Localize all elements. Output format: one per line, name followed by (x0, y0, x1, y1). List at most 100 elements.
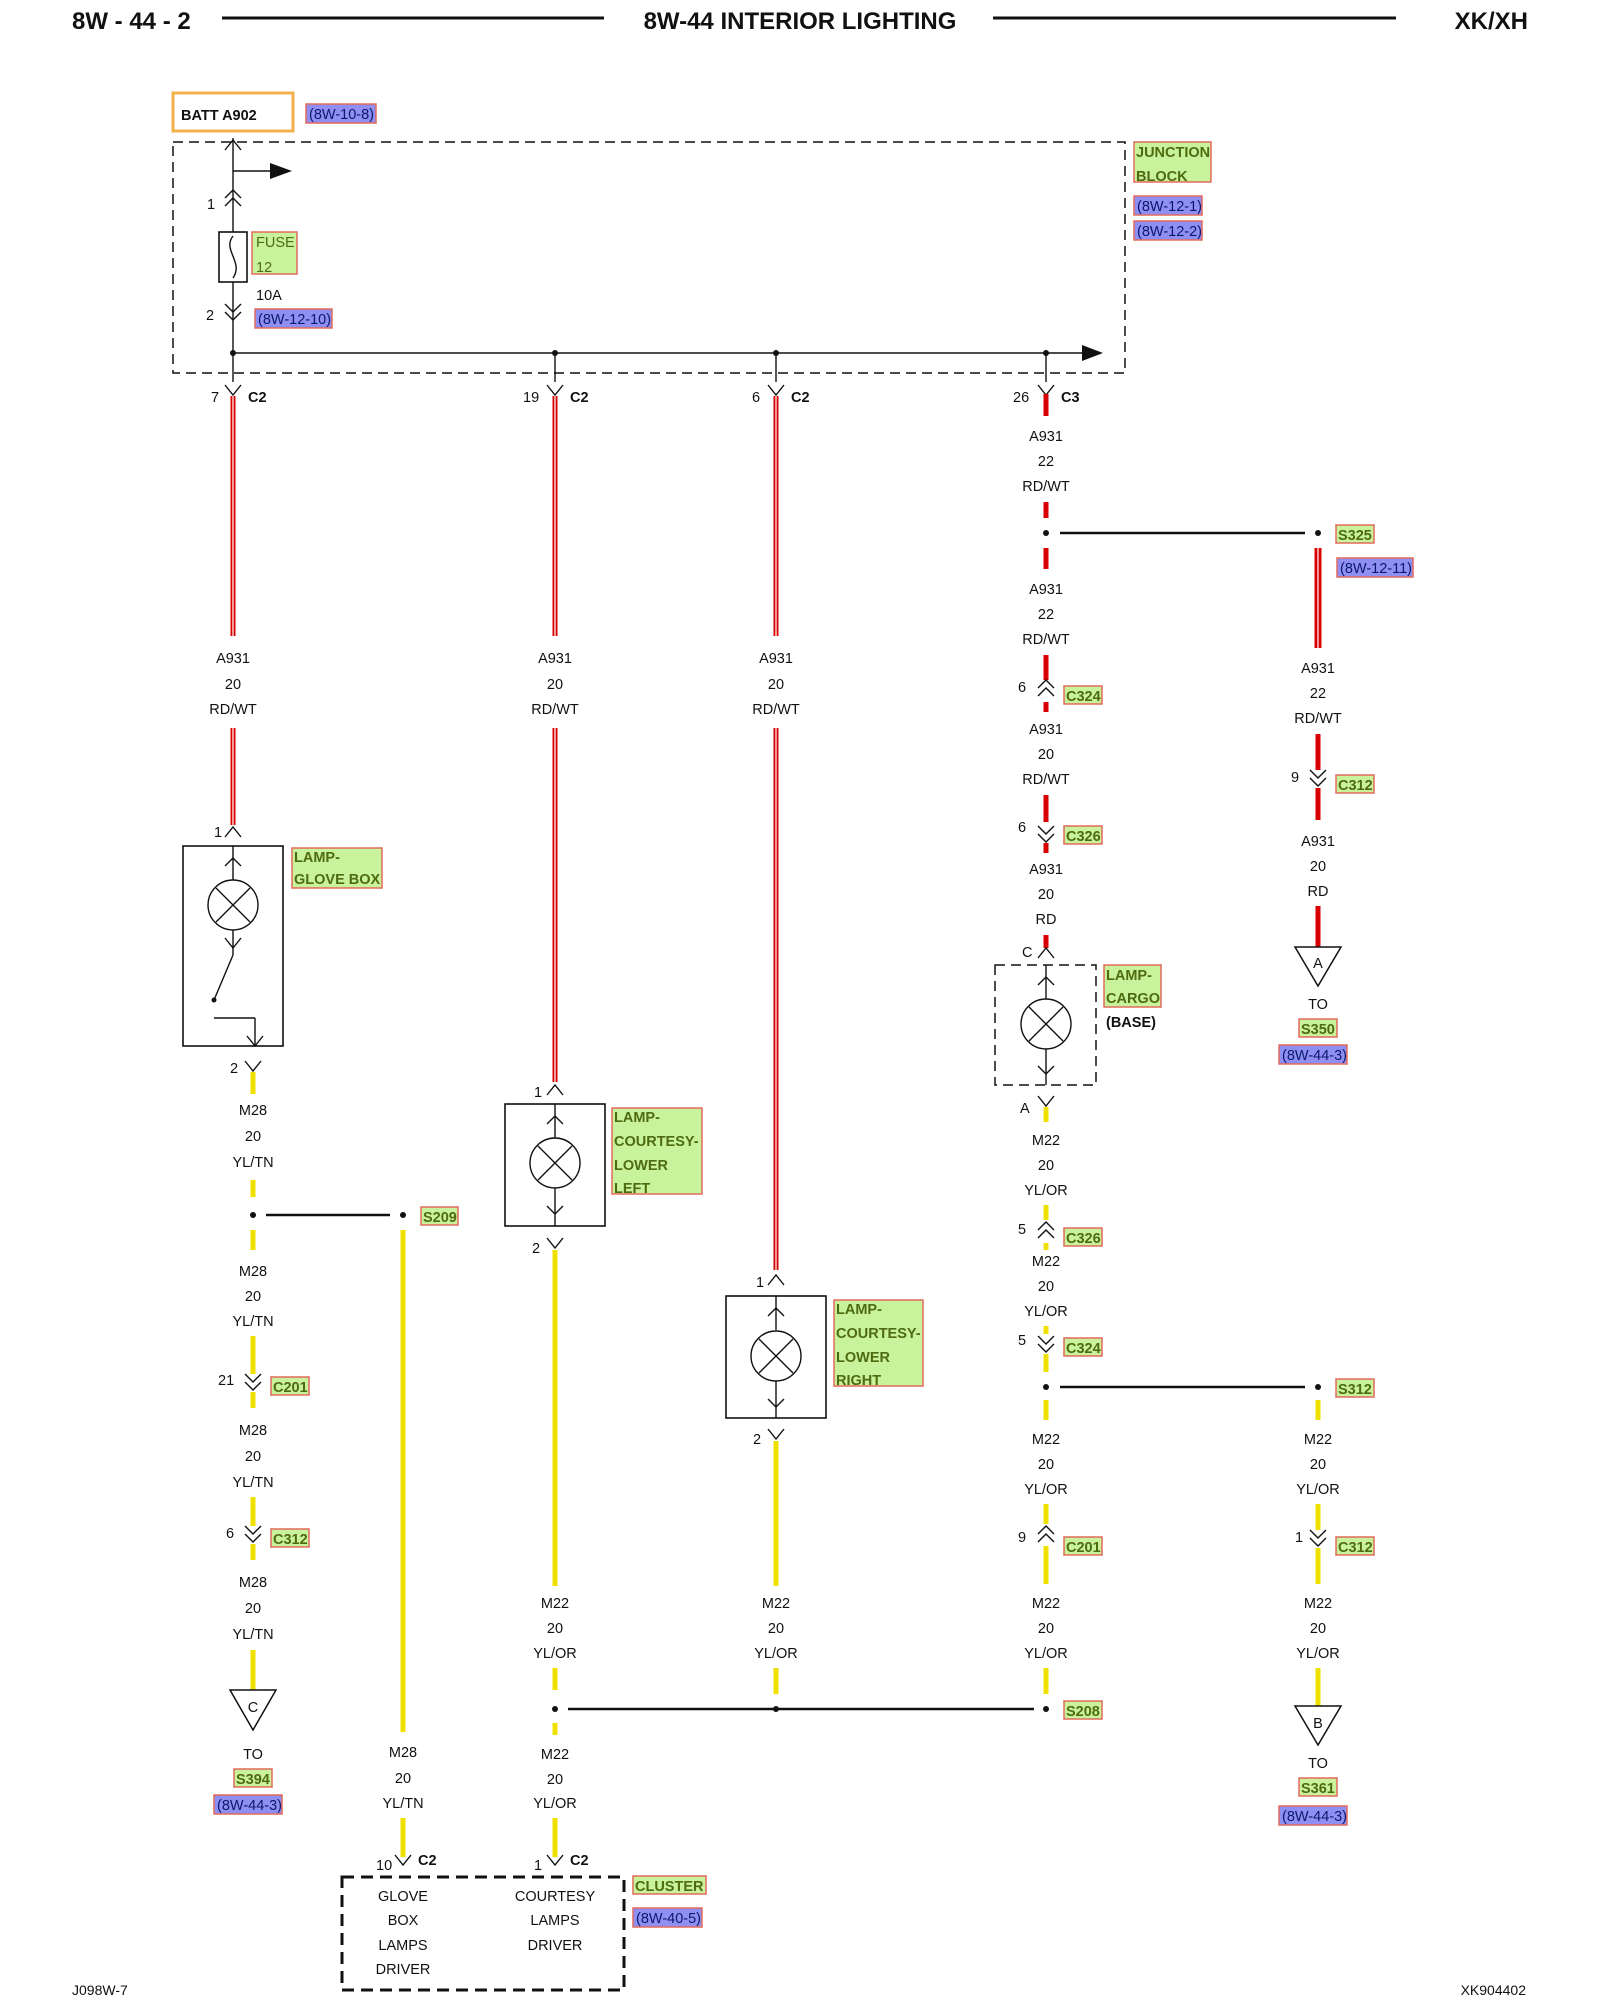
c326-box-b (1063, 1227, 1103, 1247)
jb-ref1-box (1133, 195, 1203, 216)
c326-label-a: C326 (1066, 829, 1101, 845)
wire-code: M22 (1032, 1432, 1060, 1448)
c312-box-b (1335, 1536, 1375, 1556)
s325-box (1335, 524, 1375, 544)
s312-box (1335, 1378, 1375, 1398)
left-label-3: LOWER (614, 1158, 668, 1174)
c312-label-a: C312 (1338, 778, 1373, 794)
s209-label: S209 (423, 1210, 457, 1226)
wire-gauge: 20 (768, 1621, 784, 1637)
wire-color: YL/OR (754, 1646, 798, 1662)
left-label-box (611, 1107, 703, 1195)
glove-pin-out: 2 (230, 1061, 238, 1077)
left-pin-in: 1 (534, 1085, 542, 1101)
c324-label-b: C324 (1066, 1341, 1101, 1357)
c312-box-a (1335, 774, 1375, 794)
glove-label-box (291, 847, 383, 889)
model-code: XK/XH (1455, 8, 1528, 35)
cargo-pin-out: A (1020, 1101, 1030, 1117)
ref-c-splice: S394 (236, 1772, 270, 1788)
wire-gauge: 20 (245, 1601, 261, 1617)
jb-out-conn-3: C2 (791, 390, 810, 406)
s325-ref-link[interactable]: (8W-12-11) (1340, 561, 1412, 577)
ref-c-ref-box (213, 1794, 283, 1815)
wire-color: YL/OR (1024, 1482, 1068, 1498)
cluster-module: GLOVE BOX LAMPS DRIVER COURTESY LAMPS DR… (340, 1875, 707, 1992)
wire-gauge: 20 (1310, 1457, 1326, 1473)
cluster-glove-1: GLOVE (378, 1889, 428, 1905)
wire-color: YL/OR (1024, 1304, 1068, 1320)
ref-b-ref-link[interactable]: (8W-44-3) (1282, 1809, 1347, 1825)
fuse-label-box (251, 231, 298, 275)
c324-box-a (1063, 685, 1103, 705)
cluster-ref-link[interactable]: (8W-40-5) (636, 1911, 701, 1927)
ref-c-letter: C (248, 1700, 258, 1716)
cluster-glove-3: LAMPS (378, 1938, 427, 1954)
ref-b-ref-box (1278, 1805, 1348, 1826)
wire-gauge: 20 (1310, 1621, 1326, 1637)
junction-block-label-box (1133, 141, 1212, 183)
wire-color: YL/TN (232, 1627, 273, 1643)
glove-label-1: LAMP- (294, 850, 340, 866)
glove-label-2: GLOVE BOX (294, 872, 381, 888)
c312-label: C312 (273, 1532, 308, 1548)
jb-ref1-link[interactable]: (8W-12-1) (1137, 199, 1202, 215)
left-pin-out: 2 (532, 1241, 540, 1257)
cluster-glove-4: DRIVER (376, 1962, 431, 1978)
ref-a-splice-box (1298, 1018, 1338, 1038)
wire-gauge: 20 (1038, 1158, 1054, 1174)
c201-label: C201 (273, 1380, 308, 1396)
cluster-pin-1: 1 (534, 1858, 542, 1874)
cargo-label-1: LAMP- (1106, 968, 1152, 984)
wire-color: RD/WT (1022, 772, 1070, 788)
right-label-box (833, 1299, 924, 1387)
wire-color: YL/TN (232, 1475, 273, 1491)
s325-label: S325 (1338, 528, 1372, 544)
wire-gauge: 20 (547, 1621, 563, 1637)
batt-source-label: BATT A902 (181, 108, 257, 124)
ref-a-ref-link[interactable]: (8W-44-3) (1282, 1048, 1347, 1064)
wire-code: M22 (541, 1747, 569, 1763)
batt-ref-link[interactable]: (8W-10-8) (309, 107, 374, 123)
cluster-label-box (632, 1875, 707, 1895)
jb-out-pin-2: 19 (523, 390, 539, 406)
wire-gauge: 20 (245, 1449, 261, 1465)
glove-pin-in: 1 (214, 825, 222, 841)
cluster-ref-box (632, 1907, 703, 1928)
wire-color: RD/WT (752, 702, 800, 718)
c326-pin-b: 5 (1018, 1222, 1026, 1238)
wire-gauge: 20 (1310, 859, 1326, 875)
circuit-courtesy-left: A931 20 RD/WT 1 LAMP- COURTESY- LOWER LE… (504, 396, 703, 1874)
ref-a-to: TO (1308, 997, 1328, 1013)
wire-code: A931 (1029, 582, 1063, 598)
cluster-courtesy-2: LAMPS (530, 1913, 579, 1929)
jb-ref2-link[interactable]: (8W-12-2) (1137, 224, 1202, 240)
c324-box-b (1063, 1337, 1103, 1357)
fuse-ref-box (254, 308, 333, 329)
ref-c-to: TO (243, 1747, 263, 1763)
cargo-label-2: CARGO (1106, 991, 1160, 1007)
cluster-pin-10: 10 (376, 1858, 392, 1874)
c201-box-b (1063, 1536, 1103, 1556)
right-pin-in: 1 (756, 1275, 764, 1291)
wire-code: M22 (1032, 1133, 1060, 1149)
s208-box (1063, 1700, 1103, 1720)
junction-block-label-1: JUNCTION (1136, 145, 1210, 161)
wire-code: M28 (239, 1264, 267, 1280)
wire-color: RD (1308, 884, 1329, 900)
wire-gauge: 20 (547, 1772, 563, 1788)
ref-c-ref-link[interactable]: (8W-44-3) (217, 1798, 282, 1814)
ref-a-triangle (1293, 946, 1343, 988)
circuit-cargo: A931 22 RD/WT S325 (8W-12-11) A931 22 RD… (994, 394, 1414, 1694)
right-label-2: COURTESY- (836, 1326, 921, 1342)
batt-source-box (171, 91, 295, 133)
cluster-glove-2: BOX (388, 1913, 419, 1929)
wire-code: A931 (538, 651, 572, 667)
fuse-ref-link[interactable]: (8W-12-10) (258, 312, 331, 328)
ref-b-splice: S361 (1301, 1781, 1335, 1797)
left-label-2: COURTESY- (614, 1134, 699, 1150)
wire-gauge: 20 (1038, 1621, 1054, 1637)
jb-out-conn-4: C3 (1061, 390, 1080, 406)
cargo-base-label: (BASE) (1106, 1015, 1156, 1031)
wire-code: M22 (762, 1596, 790, 1612)
